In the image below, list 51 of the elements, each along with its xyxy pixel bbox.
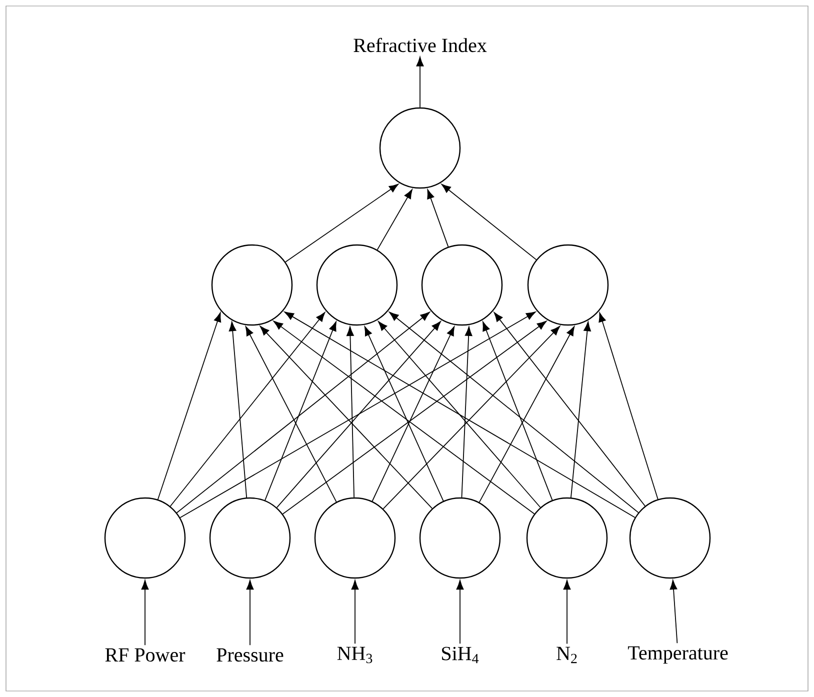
arrow: [563, 580, 571, 644]
arrow: [372, 326, 455, 502]
arrow: [141, 580, 149, 646]
arrow: [176, 312, 430, 514]
arrow: [376, 189, 412, 250]
input-label: N$_{2}$: [556, 646, 577, 664]
neuron-circle: [209, 497, 291, 579]
arrow: [494, 312, 646, 506]
arrow: [180, 312, 536, 518]
arrow: [382, 326, 560, 510]
arrow: [670, 580, 678, 644]
arrow: [389, 312, 639, 513]
input-label: Pressure: [216, 648, 284, 662]
arrow: [264, 322, 336, 501]
neuron-circle: [314, 497, 396, 579]
arrow: [378, 321, 541, 508]
arrow: [441, 184, 537, 260]
arrow: [284, 312, 636, 518]
neuron-circle: [527, 244, 609, 326]
arrow: [170, 312, 326, 507]
neuron-circle: [421, 244, 503, 326]
arrow: [416, 56, 424, 108]
arrow: [346, 326, 354, 498]
arrow: [456, 580, 464, 644]
arrow: [461, 326, 472, 498]
arrow: [570, 322, 591, 498]
arrow: [228, 322, 248, 498]
neuron-circle: [629, 497, 711, 579]
input-label: RF Power: [105, 648, 186, 662]
arrow: [351, 580, 359, 644]
arrow: [245, 326, 337, 502]
neuron-circle: [211, 244, 293, 326]
arrow: [478, 326, 575, 503]
output-label: Refractive Index: [354, 38, 487, 52]
arrow: [482, 322, 553, 501]
arrow: [157, 312, 222, 500]
arrow: [246, 580, 254, 646]
arrow: [364, 326, 444, 502]
arrow: [284, 184, 399, 262]
input-label: SiH$_{4}$: [442, 646, 479, 664]
arrow: [260, 326, 433, 509]
input-label: NH$_{3}$: [337, 646, 372, 664]
arrow: [427, 189, 449, 248]
arrow: [276, 321, 441, 508]
neuron-circle: [526, 497, 608, 579]
neuron-circle: [419, 497, 501, 579]
input-label: Temperature: [628, 646, 728, 664]
arrow: [598, 312, 658, 500]
neuron-circle: [316, 244, 398, 326]
neuron-circle: [104, 497, 186, 579]
neuron-circle: [379, 107, 461, 189]
